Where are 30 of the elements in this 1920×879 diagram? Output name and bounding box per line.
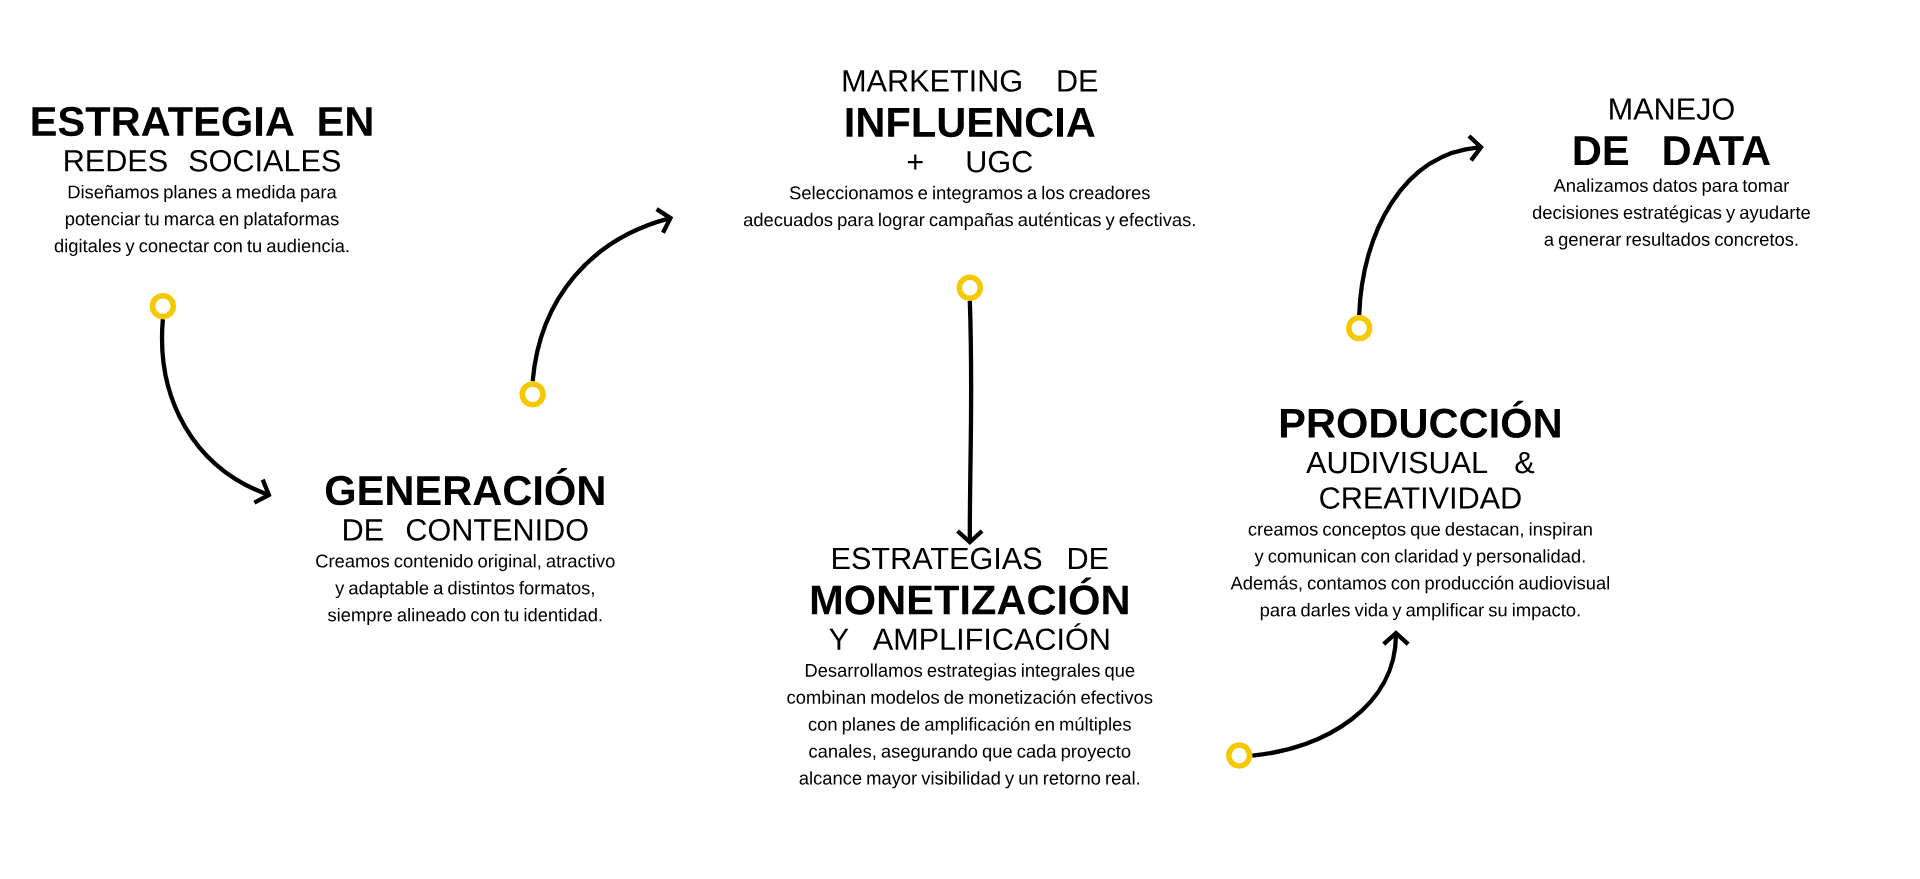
description: Diseñamos planes a medida para potenciar tu marca en plataformas digitales y conectar con tu audiencia. — [54, 184, 349, 256]
subheading: MANEJO — [1610, 98, 1734, 120]
arrow — [1252, 630, 1410, 758]
subheading: Y AMPLIFICACIÓN — [829, 623, 1109, 650]
subheading: DE CONTENIDO — [344, 518, 588, 541]
description: creamos conceptos que destacan, inspiran y comunican con claridad y personalidad. Además, contamos con producción audiovisual para darles vida y amplificar su impacto. — [1230, 522, 1609, 621]
heading: MONETIZACIÓN — [811, 577, 1128, 615]
description: Creamos contenido original, atractivo y adaptable a distintos formatos, siempre alineado con tu identidad. — [316, 553, 615, 625]
description: Desarrollamos estrategias integrales que combinan modelos de monetización efectivos con planes de amplificación en múltiples canales, asegurando que cada proyecto alcance mayor visibilidad y un retorno real. — [787, 663, 1153, 789]
description: Seleccionamos e integramos a los creadores adecuados para lograr campañas auténticas y efectivas. — [743, 185, 1195, 230]
arrow — [956, 300, 984, 545]
description: Analizamos datos para tomar decisiones estratégicas y ayudarte a generar resultados concretos. — [1532, 178, 1810, 250]
circle-marker — [1226, 742, 1253, 769]
circle-marker — [149, 292, 177, 320]
subheading: AUDIVISUAL & CREATIVIDAD — [1306, 451, 1535, 509]
subheading: MARKETING DE — [843, 69, 1098, 92]
circle-marker — [1346, 314, 1373, 342]
heading: DE DATA — [1574, 136, 1770, 165]
heading: PRODUCCIÓN — [1280, 400, 1560, 438]
circle-marker — [519, 381, 546, 408]
subheading: + UGC — [907, 150, 1033, 173]
heading: INFLUENCIA — [846, 107, 1095, 138]
circle-marker — [956, 274, 983, 301]
subheading: REDES SOCIALES — [65, 149, 340, 172]
heading: GENERACIÓN — [325, 467, 604, 506]
arrow — [1357, 134, 1484, 316]
arrow — [159, 319, 272, 505]
subheading: ESTRATEGIAS DE — [833, 547, 1108, 570]
heading: ESTRATEGIA EN — [32, 106, 372, 137]
arrow — [530, 207, 674, 382]
